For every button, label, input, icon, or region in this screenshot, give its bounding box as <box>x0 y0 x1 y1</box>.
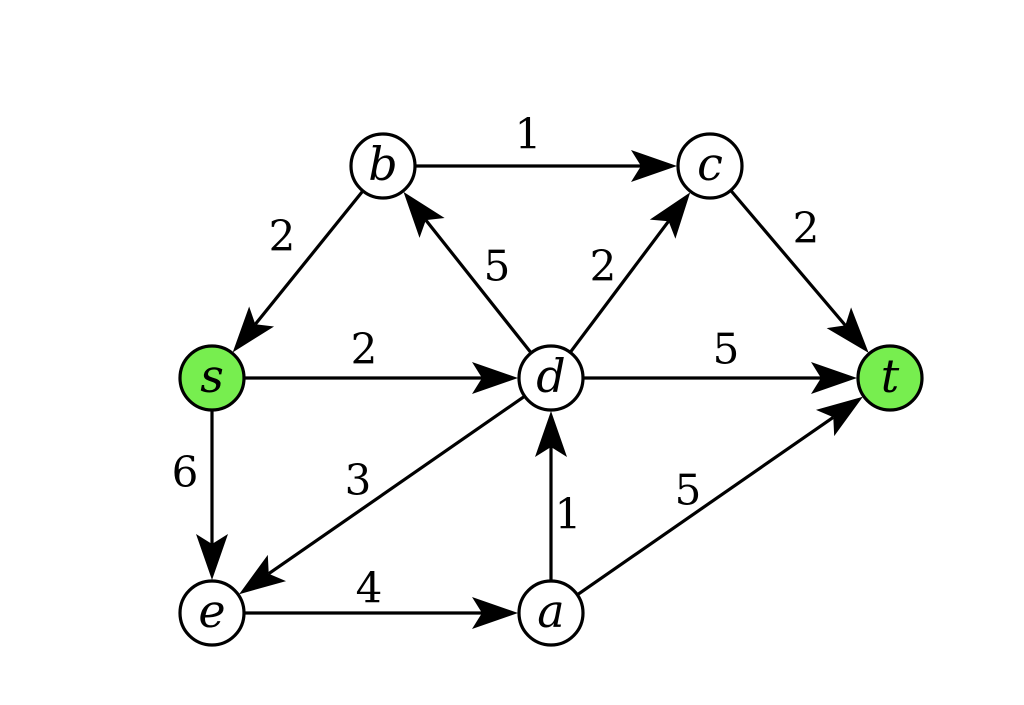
edge-weight-s-d: 2 <box>351 325 378 374</box>
edges <box>196 150 869 629</box>
arrowhead <box>649 192 691 239</box>
edge-weight-d-e: 3 <box>345 456 372 505</box>
edge-weight-d-t: 5 <box>713 325 740 374</box>
node-label: s <box>200 349 224 403</box>
edge-e-a <box>244 597 518 629</box>
arrowhead <box>811 362 857 394</box>
node-label: e <box>198 584 225 638</box>
edge-weight-a-t: 5 <box>675 466 702 515</box>
node-label: c <box>697 137 723 191</box>
node-label: t <box>881 349 900 403</box>
arrowhead <box>472 597 518 629</box>
node-circle <box>178 344 246 412</box>
edge-b-c <box>415 150 677 182</box>
edge-s-e <box>196 410 228 580</box>
edge-b-s <box>232 189 365 353</box>
node-circle <box>517 344 585 412</box>
edge-line <box>576 415 835 597</box>
edge-labels: 1 2 5 2 2 2 5 6 3 1 5 4 <box>172 110 820 613</box>
nodes: s b c d t e a <box>178 132 924 647</box>
edge-d-t <box>583 362 857 394</box>
node-e: e <box>178 579 246 647</box>
node-label: b <box>368 137 397 191</box>
edge-line <box>424 219 533 354</box>
arrowhead <box>403 191 445 238</box>
edge-weight-d-b: 5 <box>484 242 511 291</box>
edge-a-d <box>535 411 567 581</box>
edge-weight-s-e: 6 <box>172 448 199 497</box>
edge-weight-a-d: 1 <box>555 490 582 539</box>
edge-weight-c-t: 2 <box>793 204 820 253</box>
edge-d-c <box>568 192 691 354</box>
node-circle <box>856 344 924 412</box>
arrowhead <box>232 306 275 353</box>
node-label: a <box>537 584 564 638</box>
edge-line <box>568 220 670 354</box>
node-b: b <box>349 132 417 200</box>
edge-s-d <box>244 362 518 394</box>
node-circle <box>517 579 585 647</box>
edge-d-b <box>403 191 533 354</box>
edge-weight-b-s: 2 <box>269 212 296 261</box>
node-circle <box>178 579 246 647</box>
node-circle <box>676 132 744 200</box>
node-t: t <box>856 344 924 412</box>
edge-a-t <box>576 396 863 597</box>
node-a: a <box>517 579 585 647</box>
arrowhead <box>826 307 869 353</box>
edge-line <box>254 189 365 326</box>
edge-line <box>267 394 526 576</box>
node-c: c <box>676 132 744 200</box>
node-circle <box>349 132 417 200</box>
node-label: d <box>536 349 565 403</box>
edge-d-e <box>239 394 526 595</box>
edge-weight-b-c: 1 <box>515 110 542 159</box>
edge-weight-e-a: 4 <box>356 564 383 613</box>
node-s: s <box>178 344 246 412</box>
arrowhead <box>196 534 228 580</box>
arrowhead <box>535 411 567 457</box>
edge-c-t <box>729 189 869 353</box>
arrowhead <box>239 554 287 595</box>
node-d: d <box>517 344 585 412</box>
arrowhead <box>472 362 518 394</box>
edge-line <box>729 189 847 327</box>
arrowhead <box>631 150 677 182</box>
edge-weight-d-c: 2 <box>590 242 617 291</box>
arrowhead <box>815 396 863 437</box>
